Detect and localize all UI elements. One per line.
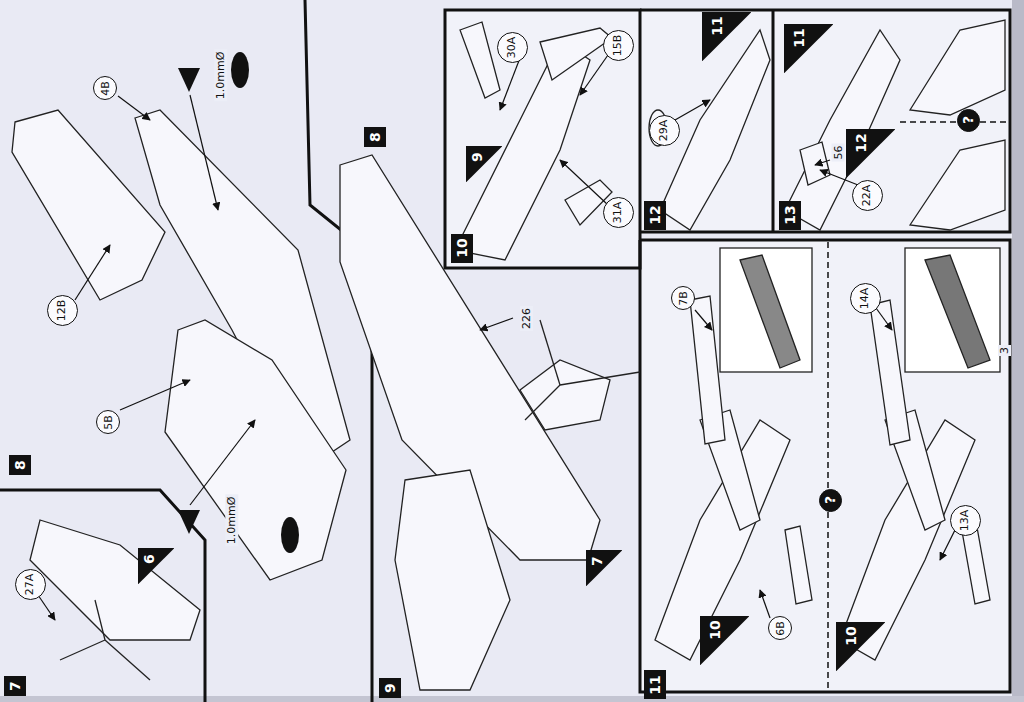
subassembly-marker: 6 — [138, 548, 174, 584]
option-marker-text: ? — [961, 116, 975, 124]
option-marker: ? — [819, 489, 842, 512]
part-number-text: 29A — [659, 119, 670, 141]
part-number-text: 7B — [677, 291, 688, 306]
step-number: 8 — [9, 455, 31, 475]
step-number-text: 12 — [648, 205, 662, 224]
step-number: 10 — [451, 234, 473, 263]
page-number: 3 — [998, 345, 1011, 356]
part-number-text: 22A — [862, 184, 873, 206]
step-number: 9 — [379, 678, 401, 698]
step-number-text: 9 — [383, 683, 397, 693]
part-number-text: 4B — [99, 81, 110, 96]
part-number-text: 12B — [56, 299, 67, 321]
part-number-text: 31A — [613, 201, 624, 223]
step-number: 7 — [4, 676, 26, 696]
part-number-text: 30A — [507, 36, 518, 58]
triangle-shape — [586, 550, 622, 586]
part-number: 6B — [768, 616, 792, 640]
triangle-shape — [466, 146, 502, 182]
dimension-label: 226 — [520, 306, 533, 331]
part-number-text: 6B — [774, 621, 785, 636]
part-number: 7B — [671, 286, 695, 310]
part-number-text: 27A — [25, 573, 36, 595]
subassembly-marker-text: 11 — [709, 16, 723, 35]
subassembly-marker-text: 7 — [589, 556, 603, 566]
step-number-text: 13 — [783, 205, 797, 224]
part-number: 15B — [603, 30, 634, 61]
part-number-text: 13A — [960, 509, 971, 531]
step-number: 13 — [779, 201, 801, 230]
step-number-text: 8 — [368, 132, 382, 142]
step-number-text: 8 — [13, 460, 27, 470]
part-number: 29A — [649, 115, 680, 146]
triangle-shape — [138, 548, 174, 584]
part-number-text: 15B — [612, 34, 623, 56]
subassembly-marker: 11 — [784, 24, 833, 73]
part-number: 27A — [15, 569, 46, 600]
step-number: 12 — [644, 201, 666, 230]
part-number: 31A — [603, 197, 634, 228]
subassembly-marker-text: 6 — [141, 554, 155, 564]
step-number-text: 7 — [8, 681, 22, 691]
part-number: 12B — [47, 295, 78, 326]
subassembly-marker: 10 — [836, 622, 885, 671]
part-number: 13A — [950, 505, 981, 536]
dimension-label: 1.0mmØ — [214, 49, 227, 101]
dimension-label: 1.0mmØ — [225, 494, 238, 546]
step-number-text: 10 — [455, 238, 469, 257]
part-number-text: 14A — [860, 287, 871, 309]
step-number: 11 — [644, 670, 666, 699]
step-number: 8 — [364, 127, 386, 147]
part-number: 30A — [497, 32, 528, 63]
subassembly-marker: 12 — [846, 129, 895, 178]
subassembly-marker: 7 — [586, 550, 622, 586]
option-marker: ? — [957, 109, 980, 132]
subassembly-marker: 10 — [700, 616, 749, 665]
part-number: 5B — [96, 410, 120, 434]
subassembly-marker: 11 — [702, 12, 751, 61]
step-number-text: 11 — [648, 675, 662, 694]
part-number-text: 5B — [102, 415, 113, 430]
subassembly-marker-text: 10 — [707, 620, 721, 639]
subassembly-marker-text: 12 — [853, 133, 867, 152]
subassembly-marker-text: 11 — [791, 28, 805, 47]
subassembly-marker-text: 10 — [843, 626, 857, 645]
option-marker-text: ? — [823, 496, 837, 504]
subassembly-marker: 9 — [466, 146, 502, 182]
part-number: 22A — [852, 180, 883, 211]
subassembly-marker-text: 9 — [469, 152, 483, 162]
part-number: 4B — [93, 76, 117, 100]
part-number: 14A — [850, 283, 881, 314]
dimension-label: 56 — [832, 143, 845, 161]
